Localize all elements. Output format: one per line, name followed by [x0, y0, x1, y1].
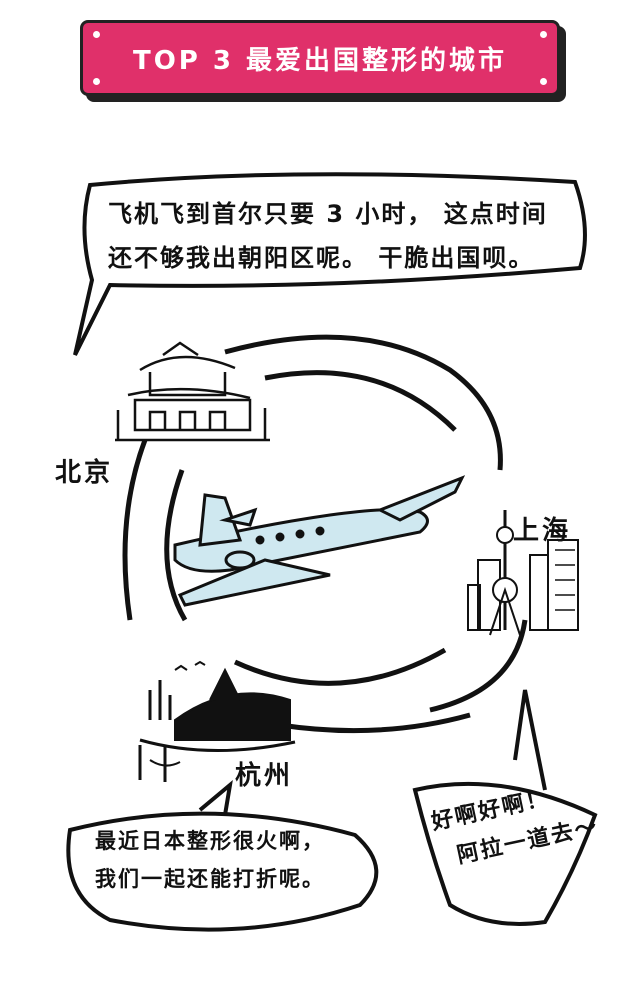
city-label-hangzhou: 杭州	[235, 761, 294, 791]
banner-dot	[540, 31, 547, 38]
city-label-shanghai: 上海	[513, 516, 572, 546]
orbit-left	[122, 439, 148, 621]
orbit-right	[429, 619, 528, 713]
bubble-bottom-line-1: 最近日本整形很火啊，	[95, 829, 325, 853]
speech-bubble-top	[73, 172, 587, 356]
speech-bubble-bottom	[66, 780, 379, 932]
shanghai-skyline-drawing	[467, 510, 579, 636]
hangzhou-landscape-drawing	[138, 660, 296, 782]
banner-dot	[93, 31, 100, 38]
speech-bubble-top-text: 飞机飞到首尔只要 3 小时， 这点时间 还不够我出朝阳区呢。 干脆出国呗。	[108, 192, 548, 280]
bubble-bottom-line-2: 我们一起还能打折呢。	[95, 867, 325, 891]
banner-title: TOP 3 最爱出国整形的城市	[132, 45, 508, 76]
beijing-gate-drawing	[115, 341, 270, 442]
banner-dot	[93, 78, 100, 85]
orbit-inner-top	[264, 370, 457, 432]
airplane-drawing	[173, 475, 466, 607]
banner-dot	[540, 78, 547, 85]
speech-bubble-bottom-text: 最近日本整形很火啊， 我们一起还能打折呢。	[95, 822, 325, 898]
note-paper-right	[412, 689, 598, 926]
title-banner: TOP 3 最爱出国整形的城市	[80, 20, 560, 96]
city-label-beijing: 北京	[55, 458, 114, 488]
orbit-bottom	[279, 712, 471, 734]
orbit-inner-bottom	[233, 647, 447, 686]
bubble-top-line-2: 还不够我出朝阳区呢。 干脆出国呗。	[108, 244, 535, 272]
orbit-inner-left	[164, 469, 188, 622]
orbit-outer	[224, 334, 503, 471]
bubble-top-line-1: 飞机飞到首尔只要 3 小时， 这点时间	[108, 200, 548, 228]
